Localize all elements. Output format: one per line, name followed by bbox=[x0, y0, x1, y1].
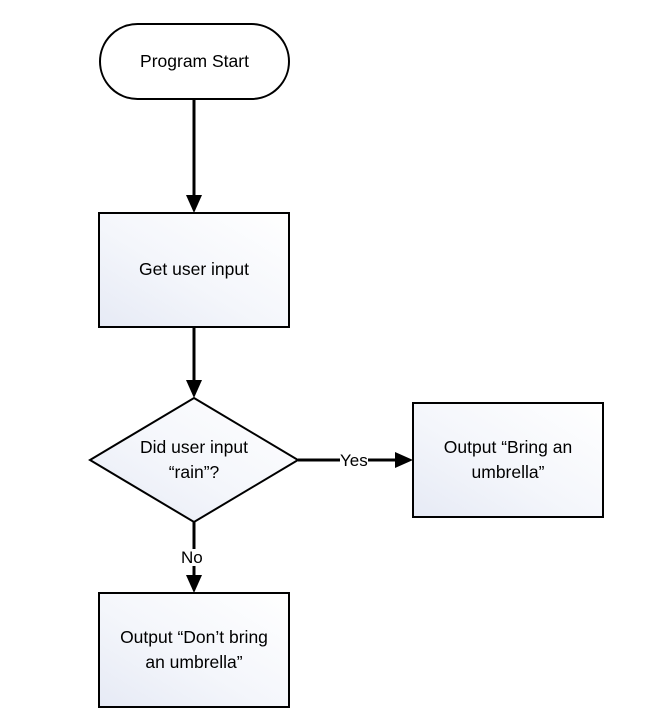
no-output-shape bbox=[98, 592, 290, 708]
arrowhead-decision-to-yes bbox=[395, 452, 413, 468]
decision-diamond-shape bbox=[88, 396, 300, 524]
arrowhead-input-to-decision bbox=[186, 380, 202, 398]
input-process-shape bbox=[98, 212, 290, 328]
yes-edge-label: Yes bbox=[340, 451, 368, 470]
arrowhead-start-to-input bbox=[186, 195, 202, 213]
yes-output-shape bbox=[412, 402, 604, 518]
arrowhead-decision-to-no bbox=[186, 575, 202, 593]
start-terminator-shape bbox=[99, 23, 290, 100]
no-edge-label: No bbox=[181, 548, 203, 567]
